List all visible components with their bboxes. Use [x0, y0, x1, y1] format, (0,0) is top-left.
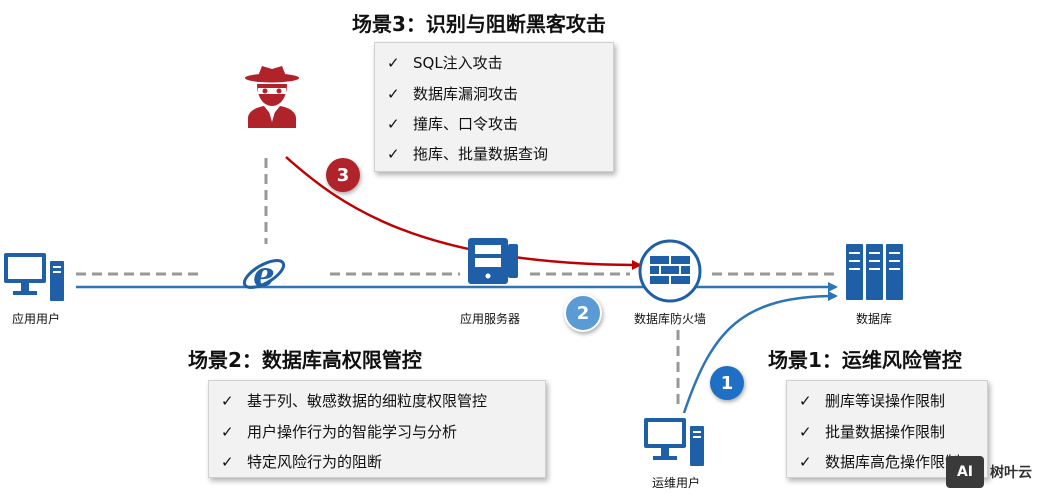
- app-server-label: 应用服务器: [459, 312, 520, 326]
- internet-explorer-icon: e: [242, 255, 286, 295]
- scenario2-title: 场景2：数据库高权限管控: [188, 348, 422, 372]
- check-icon: ✓: [799, 423, 812, 441]
- database-rack-icon: [846, 244, 903, 300]
- scenario3-item: ✓SQL注入攻击: [387, 54, 503, 72]
- hacker-icon: [245, 66, 299, 128]
- ops-flow-curve: [682, 291, 838, 414]
- desktop-computer-icon: [4, 253, 64, 301]
- attack-flow-curve: [285, 156, 642, 270]
- scenario3-box: ✓SQL注入攻击 ✓数据库漏洞攻击 ✓撞库、口令攻击 ✓拖库、批量数据查询: [374, 42, 614, 172]
- firewall-icon: [638, 239, 702, 303]
- badge-2: 2: [564, 294, 602, 332]
- server-icon: [468, 238, 518, 284]
- svg-text:e: e: [253, 255, 275, 295]
- check-icon: ✓: [799, 392, 812, 410]
- scenario2-box: ✓基于列、敏感数据的细粒度权限管控 ✓用户操作行为的智能学习与分析 ✓特定风险行…: [208, 380, 546, 478]
- check-icon: ✓: [221, 453, 234, 471]
- database-label: 数据库: [855, 312, 892, 326]
- badge-3: 3: [326, 158, 360, 192]
- scenario1-item: ✓数据库高危操作限制: [799, 453, 961, 471]
- scenario2-item: ✓特定风险行为的阻断: [221, 453, 383, 471]
- scenario3-item: ✓拖库、批量数据查询: [387, 145, 549, 163]
- check-icon: ✓: [387, 54, 400, 72]
- dashed-links: [76, 158, 838, 410]
- scenario2-item: ✓用户操作行为的智能学习与分析: [221, 423, 458, 441]
- app-user-label: 应用用户: [11, 312, 60, 326]
- watermark-text: 树叶云: [990, 465, 1032, 481]
- scenario3-title: 场景3：识别与阻断黑客攻击: [352, 12, 606, 36]
- scenario2-item: ✓基于列、敏感数据的细粒度权限管控: [221, 392, 488, 410]
- check-icon: ✓: [387, 85, 400, 103]
- scenario3-item: ✓撞库、口令攻击: [387, 115, 519, 133]
- check-icon: ✓: [387, 145, 400, 163]
- scenario3-item: ✓数据库漏洞攻击: [387, 85, 519, 103]
- badge-1: 1: [710, 366, 744, 400]
- scenario1-item: ✓批量数据操作限制: [799, 423, 946, 441]
- ops-user-label: 运维用户: [651, 476, 700, 490]
- db-firewall-label: 数据库防火墙: [633, 312, 706, 326]
- check-icon: ✓: [387, 115, 400, 133]
- check-icon: ✓: [799, 453, 812, 471]
- watermark: AI 树叶云: [946, 452, 1044, 492]
- scenario1-title: 场景1：运维风险管控: [768, 348, 962, 372]
- check-icon: ✓: [221, 392, 234, 410]
- desktop-computer-icon: [644, 418, 704, 466]
- check-icon: ✓: [221, 423, 234, 441]
- watermark-logo: AI: [946, 456, 984, 488]
- scenario1-item: ✓删库等误操作限制: [799, 392, 946, 410]
